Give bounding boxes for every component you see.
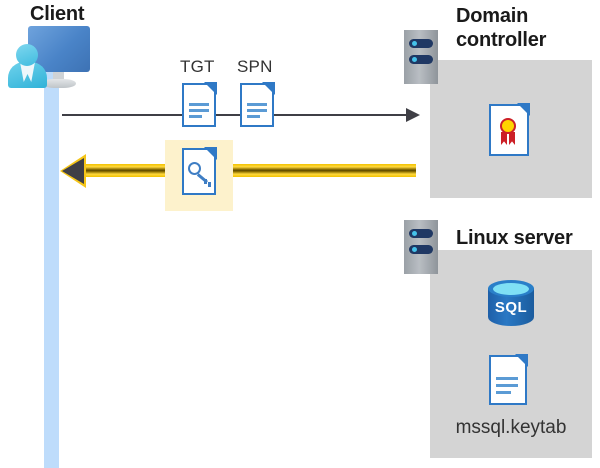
rack-led-icon <box>412 41 417 46</box>
sql-database-icon: SQL <box>488 280 534 332</box>
rack-slot <box>409 229 433 238</box>
client-lifeline <box>44 62 59 468</box>
linux-server-rack-icon <box>404 220 438 274</box>
response-arrow-line <box>72 164 416 177</box>
document-fold <box>262 82 275 95</box>
rack-slot <box>409 39 433 48</box>
document-fold <box>517 103 530 116</box>
sql-database-label: SQL <box>494 299 528 316</box>
response-arrow-head-icon <box>62 158 84 184</box>
client-title: Client <box>30 3 85 25</box>
request-arrow-line <box>62 114 414 116</box>
document-text-line <box>189 103 209 106</box>
keytab-filename-label: mssql.keytab <box>455 417 567 438</box>
person-collar <box>20 62 35 82</box>
document-text-line <box>247 109 267 112</box>
document-fold <box>204 82 217 95</box>
keytab-document-icon <box>489 354 528 405</box>
rack-slot <box>409 245 433 254</box>
client-workstation-icon <box>8 26 92 88</box>
seal-ribbon <box>509 132 515 145</box>
key-tooth <box>204 179 207 184</box>
key-ring <box>188 162 201 175</box>
database-cylinder-top <box>488 280 534 297</box>
monitor-base <box>42 79 76 88</box>
domain-controller-title: Domain controller <box>456 5 547 51</box>
document-fold <box>515 354 528 367</box>
certificate-document-icon <box>489 103 530 156</box>
database-cylinder-top-inner <box>493 283 529 295</box>
spn-document-icon <box>240 82 275 127</box>
person-head <box>16 44 38 66</box>
rack-slot <box>409 55 433 64</box>
document-text-line <box>496 377 518 380</box>
key-document-icon <box>182 147 217 195</box>
document-text-line <box>247 103 267 106</box>
request-arrow-head-icon <box>406 108 420 122</box>
document-text-line <box>189 115 202 118</box>
rack-led-icon <box>412 231 417 236</box>
tgt-document-icon <box>182 82 217 127</box>
document-fold <box>204 147 217 160</box>
linux-server-title: Linux server <box>456 227 573 249</box>
rack-led-icon <box>412 247 417 252</box>
spn-label: SPN <box>237 57 273 76</box>
seal-icon <box>500 118 516 134</box>
document-text-line <box>496 391 511 394</box>
document-text-line <box>247 115 260 118</box>
key-tooth <box>208 182 211 187</box>
domain-controller-server-rack-icon <box>404 30 438 84</box>
seal-ribbon <box>501 132 507 145</box>
monitor-neck <box>53 72 64 81</box>
rack-led-icon <box>412 57 417 62</box>
document-text-line <box>189 109 209 112</box>
tgt-label: TGT <box>180 57 215 76</box>
document-text-line <box>496 384 518 387</box>
